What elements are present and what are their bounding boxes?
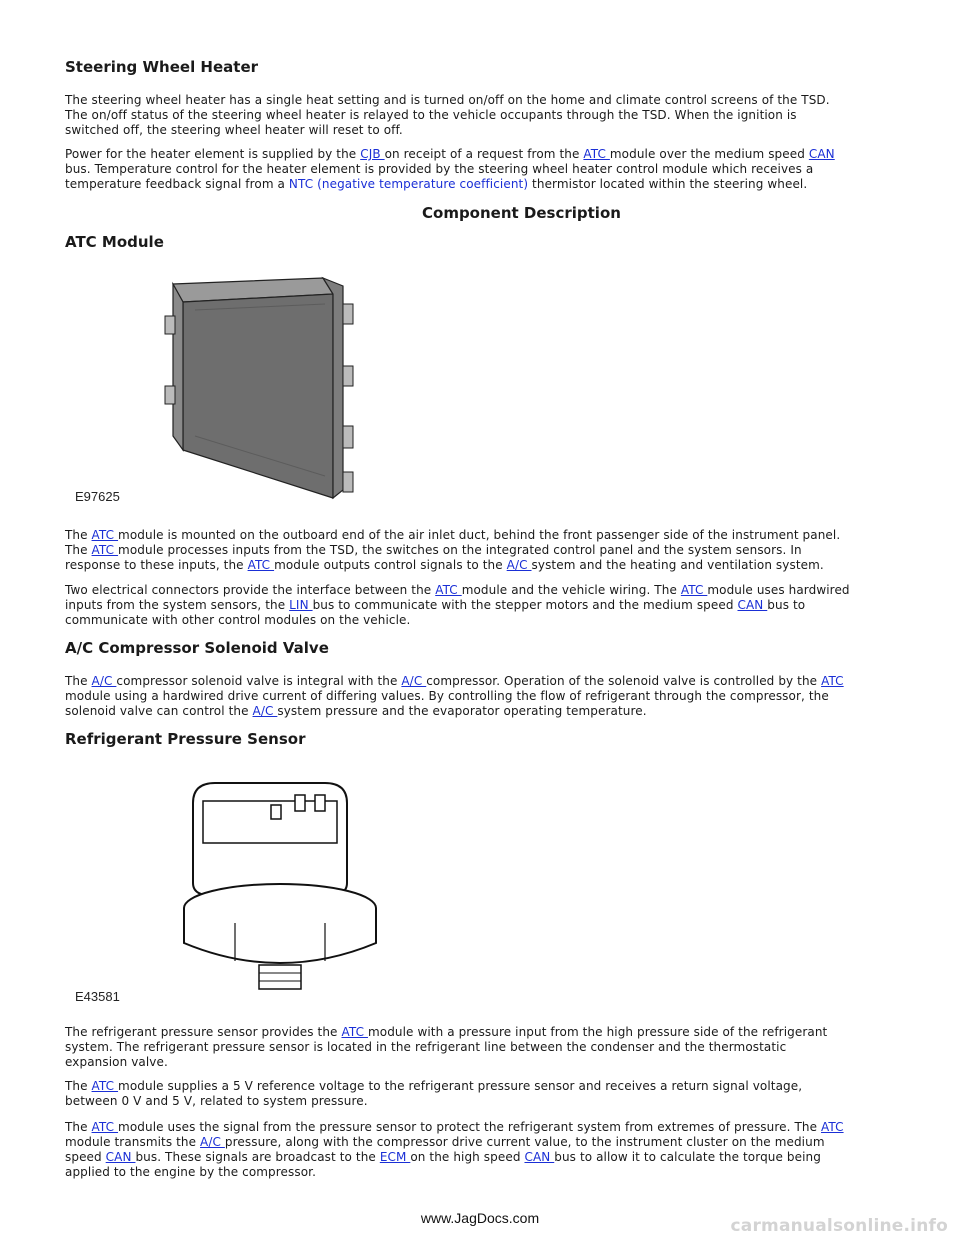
- ac-link[interactable]: A/C: [91, 674, 117, 688]
- steering-heater-paragraph-1: The steering wheel heater has a single h…: [65, 93, 830, 137]
- atc-link[interactable]: ATC: [435, 583, 462, 597]
- ac-link[interactable]: A/C: [401, 674, 427, 688]
- atc-paragraph-2: Two electrical connectors provide the in…: [65, 583, 850, 627]
- pressure-paragraph-1: The refrigerant pressure sensor provides…: [65, 1025, 828, 1069]
- steering-heater-paragraph-2: Power for the heater element is supplied…: [65, 147, 835, 191]
- atc-module-image: [164, 276, 354, 500]
- atc-link[interactable]: ATC: [821, 674, 844, 688]
- can-link[interactable]: CAN: [105, 1150, 136, 1164]
- atc-link[interactable]: ATC: [91, 1120, 119, 1134]
- can-link[interactable]: CAN: [737, 598, 768, 612]
- can-link[interactable]: CAN: [524, 1150, 555, 1164]
- atc-module-heading: ATC Module: [65, 233, 164, 251]
- ac-link[interactable]: A/C: [252, 704, 278, 718]
- pressure-sensor-heading: Refrigerant Pressure Sensor: [65, 730, 306, 748]
- lin-link[interactable]: LIN: [289, 598, 313, 612]
- atc-link[interactable]: ATC: [583, 147, 610, 161]
- solenoid-paragraph: The A/C compressor solenoid valve is int…: [65, 674, 844, 718]
- pressure-paragraph-2: The ATC module supplies a 5 V reference …: [65, 1079, 803, 1108]
- watermark: carmanualsonline.info: [730, 1216, 948, 1236]
- atc-link[interactable]: ATC: [91, 543, 119, 557]
- atc-link[interactable]: ATC: [91, 1079, 119, 1093]
- pressure-figure-label: E43581: [75, 989, 120, 1004]
- can-link[interactable]: CAN: [808, 147, 835, 161]
- pressure-sensor-image: [183, 782, 377, 990]
- solenoid-valve-heading: A/C Compressor Solenoid Valve: [65, 639, 329, 657]
- ntc-term: NTC (negative temperature coefficient): [288, 177, 529, 191]
- atc-link[interactable]: ATC: [247, 558, 275, 572]
- footer-site-url: www.JagDocs.com: [420, 1210, 540, 1226]
- atc-figure-label: E97625: [75, 489, 120, 504]
- atc-link[interactable]: ATC: [680, 583, 708, 597]
- steering-heater-heading: Steering Wheel Heater: [65, 58, 259, 76]
- cjb-link[interactable]: CJB: [360, 147, 385, 161]
- ac-link[interactable]: A/C: [200, 1135, 225, 1149]
- atc-link[interactable]: ATC: [91, 528, 119, 542]
- atc-link[interactable]: ATC: [341, 1025, 368, 1039]
- ecm-link[interactable]: ECM: [379, 1150, 411, 1164]
- atc-link[interactable]: ATC: [820, 1120, 844, 1134]
- component-description-heading: Component Description: [422, 204, 621, 222]
- atc-paragraph-1: The ATC module is mounted on the outboar…: [65, 528, 841, 572]
- ac-link[interactable]: A/C: [506, 558, 532, 572]
- pressure-paragraph-3: The ATC module uses the signal from the …: [65, 1120, 844, 1179]
